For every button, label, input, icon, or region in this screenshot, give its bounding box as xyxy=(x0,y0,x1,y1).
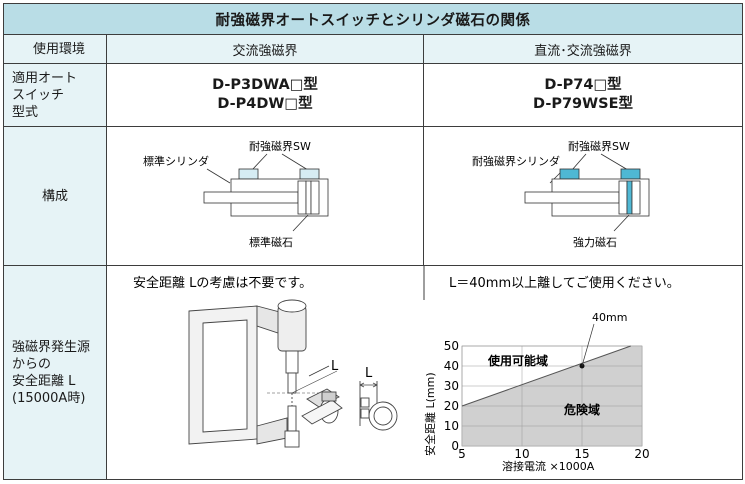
y-tick-label: 20 xyxy=(444,399,459,413)
model-name: D-P4DW□型 xyxy=(217,96,313,112)
cylinder-label: 耐強磁界シリンダ xyxy=(472,154,560,168)
magnet-label: 標準磁石 xyxy=(249,235,293,249)
chart-grid xyxy=(461,345,643,447)
cylinder-diagram-dc: 耐強磁界SW 耐強磁界シリンダ 強力磁石 xyxy=(472,140,650,249)
table-title: 耐強磁界オートスイッチとシリンダ磁石の関係 xyxy=(2,3,744,35)
welding-machine-drawing xyxy=(188,299,343,448)
distance-cell: 安全距離 Lの考慮は不要です。 L＝40mm以上離してご使用ください。 xyxy=(105,265,744,480)
auto-switch-left xyxy=(238,168,259,180)
leader-line xyxy=(292,214,309,232)
region-label-danger: 危険域 xyxy=(563,402,600,417)
row-label-line: 強磁界発生源 xyxy=(12,339,91,355)
auto-switch-right xyxy=(299,168,320,180)
env-ac: 交流強磁界 xyxy=(106,34,424,64)
auto-switch-right xyxy=(620,168,641,180)
row-label-line: 適用オート xyxy=(12,70,78,86)
row-label-line: 型式 xyxy=(12,104,39,120)
piston xyxy=(297,180,307,215)
model-name: D-P3DWA□型 xyxy=(212,77,318,93)
spec-table: 耐強磁界オートスイッチとシリンダ磁石の関係 使用環境 交流強磁界 直流･交流強磁… xyxy=(2,3,744,480)
row-label-line: 安全距離 L xyxy=(12,373,76,389)
piston-rod xyxy=(203,191,299,204)
piston xyxy=(618,180,628,215)
env-dc: 直流･交流強磁界 xyxy=(422,34,744,64)
y-axis-label: 安全距離 L(mm) xyxy=(423,372,437,456)
x-tick-label: 15 xyxy=(574,447,589,461)
annotation-leader xyxy=(581,323,595,367)
y-tick-label: 30 xyxy=(444,379,459,393)
danger-region xyxy=(462,346,642,446)
cylinder-diagram-ac: 耐強磁界SW 標準シリンダ 標準磁石 xyxy=(143,140,329,249)
row-label-config: 構成 xyxy=(3,126,107,266)
leader-line xyxy=(600,153,629,171)
distance-label-detail: L xyxy=(365,366,373,381)
auto-switch-left xyxy=(559,168,580,180)
x-tick-label: 10 xyxy=(514,447,529,461)
config-dc: 耐強磁界SW 耐強磁界シリンダ 強力磁石 xyxy=(422,126,744,266)
piston xyxy=(631,180,641,215)
boundary-line xyxy=(461,345,631,407)
col-header-env: 使用環境 xyxy=(3,34,107,64)
y-tick-label: 50 xyxy=(444,339,459,353)
row-label-distance: 強磁界発生源 からの 安全距離 L (15000A時) xyxy=(3,265,107,480)
model-name: D-P79WSE型 xyxy=(533,96,633,112)
note-ac: 安全距離 Lの考慮は不要です。 xyxy=(133,275,312,291)
cylinder-section-drawing xyxy=(359,381,398,431)
y-tick-label: 10 xyxy=(444,419,459,433)
x-tick-label: 20 xyxy=(634,447,649,461)
row-label-line: (15000A時) xyxy=(12,390,86,406)
magnet-label: 強力磁石 xyxy=(573,236,617,249)
region-label-safe: 使用可能域 xyxy=(487,353,548,368)
row-label-line: からの xyxy=(12,356,52,372)
leader-line xyxy=(281,153,309,171)
leader-line xyxy=(251,153,268,171)
cylinder-label: 標準シリンダ xyxy=(143,154,209,168)
model-name: D-P74□型 xyxy=(544,77,622,93)
magnet xyxy=(305,180,312,215)
y-tick-label: 0 xyxy=(451,439,459,453)
row-label-line: スイッチ xyxy=(12,87,65,103)
piston xyxy=(310,180,320,215)
y-tick-label: 40 xyxy=(444,359,459,373)
leader-line xyxy=(571,153,587,171)
leader-line xyxy=(613,214,630,232)
row-label-applicable: 適用オート スイッチ 型式 xyxy=(3,63,107,127)
x-axis-label: 溶接電流 ×1000A xyxy=(502,459,595,473)
safe-distance-chart: 0 10 20 30 40 50 5 10 15 20 40mm 使用可能域 危険域 溶接電流 … xyxy=(423,311,650,473)
models-ac: D-P3DWA□型 D-P4DW□型 xyxy=(106,63,424,127)
switch-label: 耐強磁界SW xyxy=(249,140,311,153)
dimension-line xyxy=(308,365,330,377)
strong-magnet xyxy=(626,180,633,215)
piston-rod xyxy=(524,191,620,204)
switch-label: 耐強磁界SW xyxy=(568,140,630,153)
models-dc: D-P74□型 D-P79WSE型 xyxy=(422,63,744,127)
config-ac: 耐強磁界SW 標準シリンダ 標準磁石 xyxy=(106,126,424,266)
annotation-text: 40mm xyxy=(592,311,627,324)
distance-label-main: L xyxy=(331,359,339,374)
note-dc: L＝40mm以上離してご使用ください。 xyxy=(449,275,680,291)
distance-illustration: 安全距離 Lの考慮は不要です。 L＝40mm以上離してご使用ください。 xyxy=(133,266,680,473)
leader-line xyxy=(206,168,231,184)
x-tick-label: 5 xyxy=(458,447,466,461)
